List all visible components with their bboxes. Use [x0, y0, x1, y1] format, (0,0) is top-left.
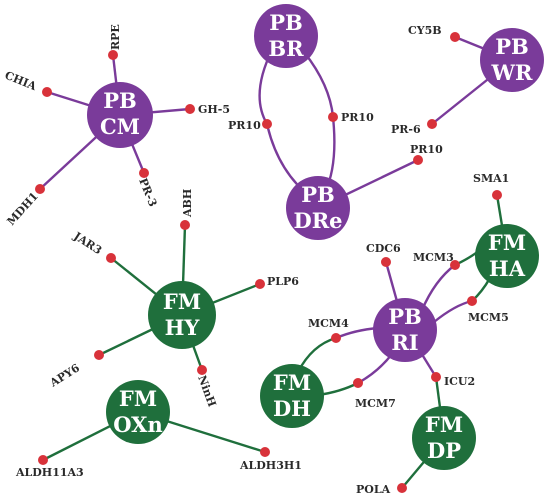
gene-dot-pr3[interactable]: [139, 168, 149, 178]
gene-label-apy6: APY6: [47, 361, 82, 390]
hub-pbwr[interactable]: PB WR: [480, 28, 544, 92]
gene-label-mcm3: MCM3: [413, 251, 454, 264]
gene-label-icu2: ICU2: [444, 375, 475, 388]
gene-dot-cdc6[interactable]: [381, 257, 391, 267]
gene-label-pr10a: PR10: [228, 119, 261, 132]
hub-pbwr-line1: PB: [495, 34, 529, 59]
gene-dot-aldh3h1[interactable]: [260, 447, 270, 457]
hub-pbcm[interactable]: PB CM: [87, 82, 153, 148]
hub-fmoxn-line1: FM: [119, 386, 157, 411]
gene-label-chia: CHIA: [3, 69, 39, 94]
gene-label-abh: ABH: [181, 189, 194, 218]
hub-fmdp[interactable]: FM DP: [412, 406, 476, 470]
gene-dot-abh[interactable]: [180, 220, 190, 230]
edge-pbri-mcm3: [420, 264, 456, 311]
hub-fmhy-circle: [148, 281, 216, 349]
gene-dot-rpe[interactable]: [108, 50, 118, 60]
edge-pbri-mcm5: [433, 299, 473, 323]
gene-label-sma1: SMA1: [473, 172, 509, 185]
gene-label-cy5b: CY5B: [408, 24, 442, 37]
hub-fmhy-line1: FM: [163, 289, 201, 314]
gene-dot-mcm5[interactable]: [467, 296, 477, 306]
hub-pbdre[interactable]: PB DRe: [286, 176, 350, 240]
gene-label-gh5: GH-5: [198, 103, 230, 116]
hub-pbbr-line1: PB: [269, 10, 303, 35]
hub-pbcm-circle: [87, 82, 153, 148]
gene-dot-mcm3[interactable]: [450, 260, 460, 270]
hub-pbri[interactable]: PB RI: [373, 298, 437, 362]
gene-label-pr6: PR-6: [391, 123, 421, 136]
hub-fmoxn-line2: OXn: [113, 412, 163, 437]
hub-fmoxn-circle: [106, 380, 170, 444]
hub-pbwr-circle: [480, 28, 544, 92]
hub-fmdh[interactable]: FM DH: [260, 364, 324, 428]
hub-pbbr[interactable]: PB BR: [254, 4, 318, 68]
gene-dot-jar3[interactable]: [106, 253, 116, 263]
gene-label-mcm4: MCM4: [308, 317, 349, 330]
edge-pbbr-pr10-right: [303, 51, 335, 118]
gene-label-mcm7: MCM7: [355, 397, 396, 410]
edge-fmdh-mcm7: [317, 381, 359, 397]
gene-dot-pola[interactable]: [397, 483, 407, 493]
gene-dot-cy5b[interactable]: [450, 32, 460, 42]
gene-dot-chia[interactable]: [42, 87, 52, 97]
gene-dot-pr10b[interactable]: [328, 112, 338, 122]
gene-dot-pr10c[interactable]: [413, 155, 423, 165]
hub-fmdp-line2: DP: [427, 438, 461, 463]
hub-fmdh-circle: [260, 364, 324, 428]
hub-pbdre-line2: DRe: [293, 208, 342, 233]
hub-fmha[interactable]: FM HA: [475, 224, 539, 288]
gene-label-plp6: PLP6: [267, 275, 299, 288]
hub-fmdp-circle: [412, 406, 476, 470]
gene-label-pr10c: PR10: [410, 143, 443, 156]
hub-fmha-circle: [475, 224, 539, 288]
hub-fmdh-line2: DH: [273, 396, 311, 421]
gene-labels: RPE CHIA GH-5 PR-3 MDH1 PR10 PR10 PR10 C…: [3, 24, 509, 496]
gene-dot-mcm4[interactable]: [331, 333, 341, 343]
hub-pbri-line1: PB: [388, 304, 422, 329]
gene-label-aldh11a3: ALDH11A3: [15, 466, 84, 479]
gene-label-aldh3h1: ALDH3H1: [239, 459, 302, 472]
gene-dot-mdh1[interactable]: [35, 184, 45, 194]
gene-dot-pr10a[interactable]: [262, 119, 272, 129]
gene-dot-icu2[interactable]: [431, 372, 441, 382]
hub-fmha-line2: HA: [489, 256, 526, 281]
hub-pbbr-circle: [254, 4, 318, 68]
hub-pbbr-line2: BR: [268, 36, 304, 61]
hub-fmhy[interactable]: FM HY: [148, 281, 216, 349]
gene-label-pola: POLA: [356, 483, 391, 496]
gene-label-ninh: NinH: [195, 374, 218, 409]
gene-label-pr10b: PR10: [341, 111, 374, 124]
edge-pbri-mcm7: [357, 353, 393, 385]
gene-dot-aldh11a3[interactable]: [38, 455, 48, 465]
gene-label-jar3: JAR3: [71, 229, 105, 257]
gene-dot-mcm7[interactable]: [353, 378, 363, 388]
hub-pbwr-line2: WR: [490, 60, 533, 85]
gene-dot-sma1[interactable]: [492, 190, 502, 200]
hub-fmdp-line1: FM: [425, 412, 463, 437]
gene-label-mcm5: MCM5: [468, 311, 509, 324]
gene-label-pr3: PR-3: [136, 176, 159, 208]
hub-pbri-line2: RI: [391, 330, 418, 355]
hub-fmoxn[interactable]: FM OXn: [106, 380, 170, 444]
hub-fmhy-line2: HY: [165, 315, 201, 340]
gene-label-cdc6: CDC6: [366, 242, 401, 255]
gene-label-rpe: RPE: [109, 24, 122, 50]
gene-dot-ninh[interactable]: [197, 365, 207, 375]
hub-pbdre-line1: PB: [301, 182, 335, 207]
hub-pbcm-line1: PB: [103, 88, 137, 113]
gene-label-mdh1: MDH1: [5, 190, 41, 228]
hub-pbdre-circle: [286, 176, 350, 240]
gene-dots: [35, 32, 502, 493]
hub-pbri-circle: [373, 298, 437, 362]
gene-dot-apy6[interactable]: [94, 350, 104, 360]
hub-fmdh-line1: FM: [273, 370, 311, 395]
gene-dot-plp6[interactable]: [255, 279, 265, 289]
hub-pbcm-line2: CM: [100, 114, 140, 139]
hub-fmha-line1: FM: [488, 230, 526, 255]
gene-dot-pr6[interactable]: [427, 119, 437, 129]
gene-dot-gh5[interactable]: [185, 104, 195, 114]
